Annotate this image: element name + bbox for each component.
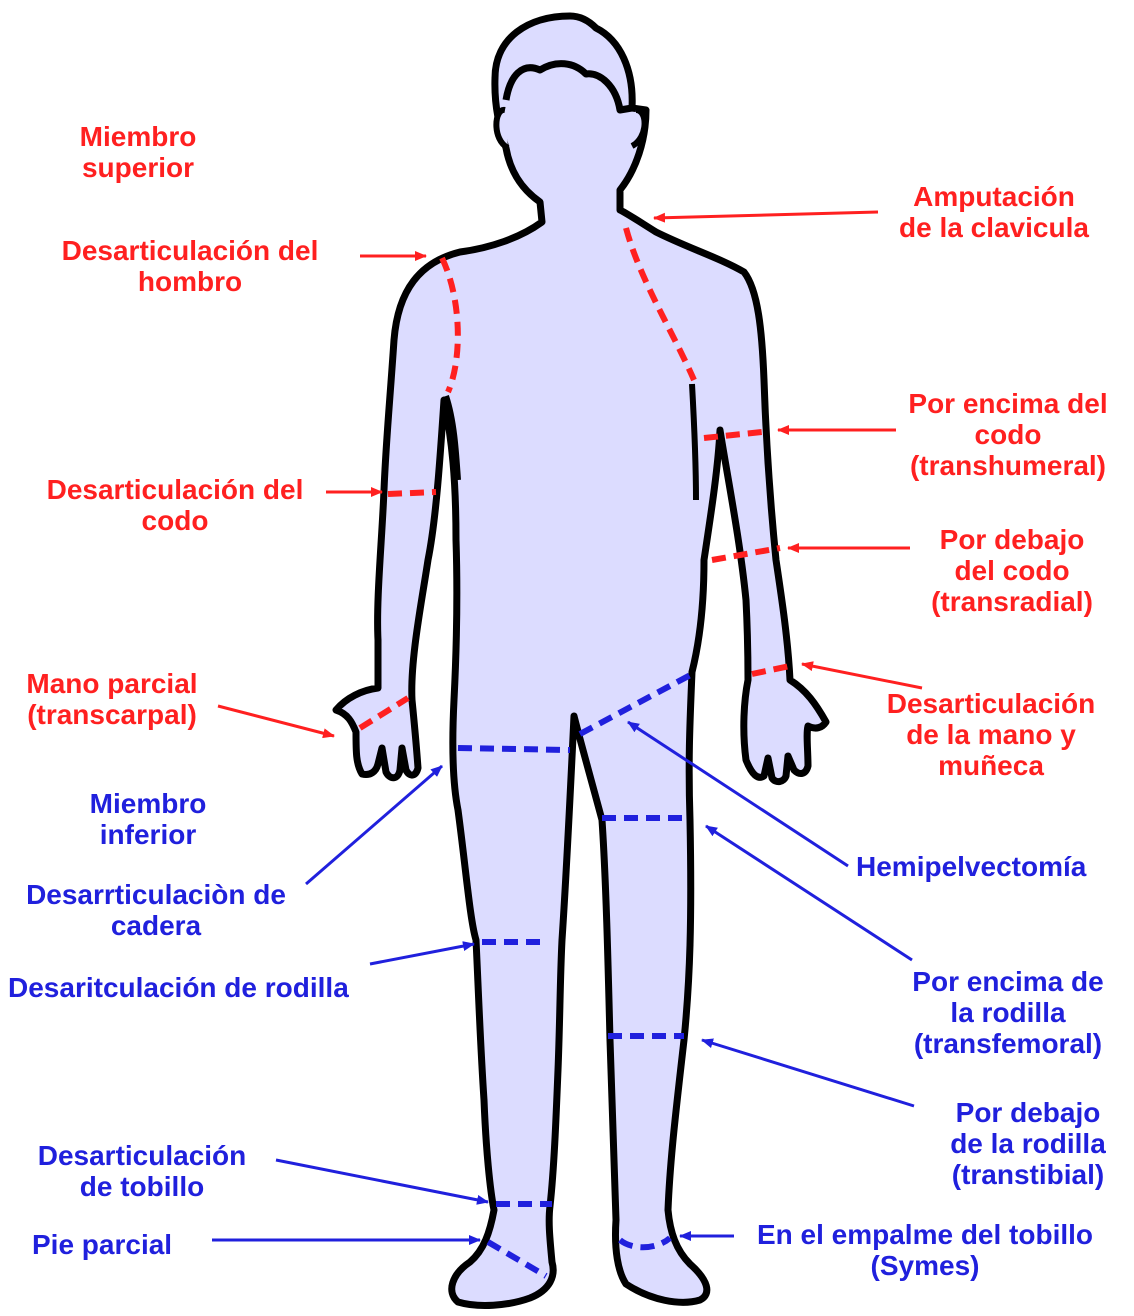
label-line: de la rodilla xyxy=(930,1128,1126,1159)
label-line: (Symes) xyxy=(730,1250,1120,1281)
label-line: de tobillo xyxy=(20,1171,264,1202)
label-line: Amputación xyxy=(880,181,1108,212)
label-line: Por debajo xyxy=(930,1097,1126,1128)
label-ankle-disarticulation: Desarticulación de tobillo xyxy=(20,1140,264,1202)
label-line: Desarticulación del xyxy=(22,474,328,505)
label-line: inferior xyxy=(70,819,226,850)
label-line: del codo xyxy=(912,555,1112,586)
label-line: Desaritculación de rodilla xyxy=(8,972,398,1003)
label-line: Miembro xyxy=(60,121,216,152)
arrow-clavicle xyxy=(654,212,878,218)
label-line: Por debajo xyxy=(912,524,1112,555)
label-line: (transcarpal) xyxy=(12,699,212,730)
label-line: Pie parcial xyxy=(32,1229,202,1260)
label-elbow-disarticulation: Desarticulación del codo xyxy=(22,474,328,536)
label-line: Por encima de xyxy=(896,966,1120,997)
label-line: (transfemoral) xyxy=(896,1028,1120,1059)
arrow-transtibial xyxy=(702,1040,914,1106)
label-hemipelvectomy: Hemipelvectomía xyxy=(856,851,1118,882)
label-line: (transhumeral) xyxy=(890,450,1126,481)
label-line: Desarticulación xyxy=(20,1140,264,1171)
arrow-knee xyxy=(370,944,474,964)
label-partial-foot: Pie parcial xyxy=(32,1229,202,1260)
label-line: Desarrticulaciòn de xyxy=(6,879,306,910)
label-transtibial: Por debajo de la rodilla (transtibial) xyxy=(930,1097,1126,1190)
label-transhumeral: Por encima del codo (transhumeral) xyxy=(890,388,1126,481)
arrow-ankle xyxy=(276,1160,488,1202)
body-silhouette xyxy=(336,16,826,1305)
label-partial-hand: Mano parcial (transcarpal) xyxy=(12,668,212,730)
label-line: codo xyxy=(890,419,1126,450)
label-line: hombro xyxy=(40,266,340,297)
label-line: Mano parcial xyxy=(12,668,212,699)
label-line: Miembro xyxy=(70,788,226,819)
label-lower-limb-heading: Miembro inferior xyxy=(70,788,226,850)
label-clavicle-amputation: Amputación de la clavicula xyxy=(880,181,1108,243)
label-line: Desarticulación xyxy=(866,688,1116,719)
label-line: Por encima del xyxy=(890,388,1126,419)
label-line: Hemipelvectomía xyxy=(856,851,1118,882)
label-upper-limb-heading: Miembro superior xyxy=(60,121,216,183)
label-line: superior xyxy=(60,152,216,183)
label-knee-disarticulation: Desaritculación de rodilla xyxy=(8,972,398,1003)
label-shoulder-disarticulation: Desarticulación del hombro xyxy=(40,235,340,297)
label-line: Desarticulación del xyxy=(40,235,340,266)
label-transradial: Por debajo del codo (transradial) xyxy=(912,524,1112,617)
label-hip-disarticulation: Desarrticulaciòn de cadera xyxy=(6,879,306,941)
label-line: (transradial) xyxy=(912,586,1112,617)
label-line: muñeca xyxy=(866,750,1116,781)
label-line: de la mano y xyxy=(866,719,1116,750)
label-transfemoral: Por encima de la rodilla (transfemoral) xyxy=(896,966,1120,1059)
label-line: de la clavicula xyxy=(880,212,1108,243)
label-line: la rodilla xyxy=(896,997,1120,1028)
arrow-wrist xyxy=(802,664,922,688)
label-line: (transtibial) xyxy=(930,1159,1126,1190)
arrow-transfemoral xyxy=(706,826,912,960)
label-line: cadera xyxy=(6,910,306,941)
arrow-transcarpal xyxy=(218,706,334,736)
label-line: codo xyxy=(22,505,328,536)
arrow-hip xyxy=(306,766,442,884)
label-line: En el empalme del tobillo xyxy=(730,1219,1120,1250)
label-syme: En el empalme del tobillo (Symes) xyxy=(730,1219,1120,1281)
label-hand-wrist-disarticulation: Desarticulación de la mano y muñeca xyxy=(866,688,1116,781)
